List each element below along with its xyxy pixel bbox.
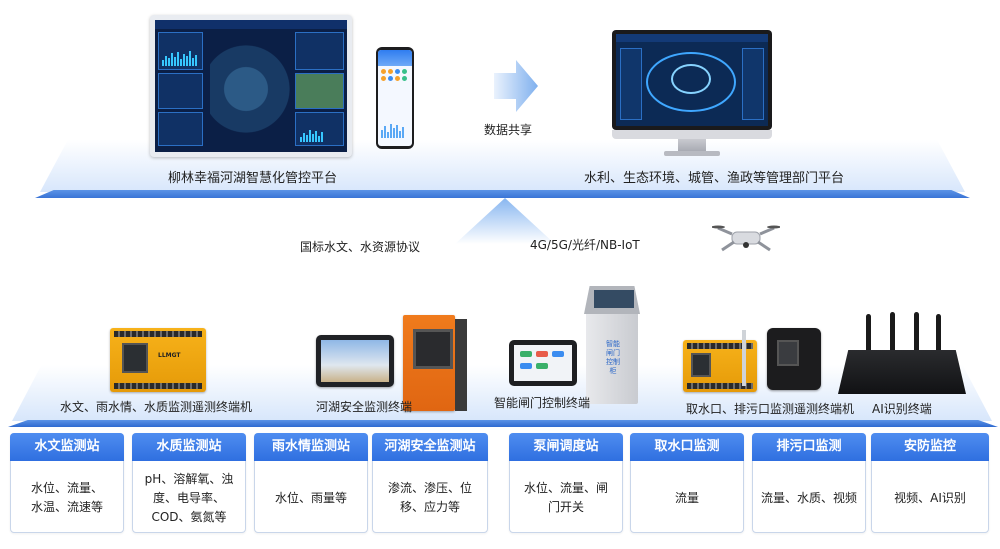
card-title: 取水口监测 [630, 433, 744, 461]
data-share-label: 数据共享 [484, 123, 533, 137]
dashboard-bar-chart [162, 50, 197, 66]
card-body: 水位、流量、 水温、流速等 [30, 481, 103, 514]
hydrology-rtu-device: LLMGT [110, 328, 206, 392]
card-title: 河湖安全监测站 [372, 433, 488, 461]
gate-terminal-label: 智能闸门控制终端 [494, 396, 591, 410]
monitor-chin [612, 130, 772, 139]
data-share-arrow-icon [494, 60, 538, 112]
card-hydrology-station: 水文监测站 水位、流量、 水温、流速等 [10, 433, 124, 533]
monitor-stand [678, 139, 706, 151]
screen-panel [742, 48, 764, 120]
cabinet-panel [413, 329, 453, 369]
mobile-app-icons [378, 66, 412, 84]
card-title: 安防监控 [871, 433, 989, 461]
sensor-probe [742, 330, 746, 386]
outlet-monitoring-terminal [767, 328, 821, 390]
cabinet-side [455, 319, 467, 411]
card-body: 流量 [674, 490, 699, 505]
control-platform-monitor [150, 15, 352, 157]
ai-recognition-terminal [838, 350, 966, 394]
river-safety-display [316, 335, 394, 387]
card-pump-gate-station: 泵闸调度站 水位、流量、闸 门开关 [509, 433, 623, 533]
river-safety-cabinet [403, 315, 467, 411]
gate-control-cabinet: 智能闸门控制柜 [584, 286, 640, 404]
screen-river-map [671, 64, 711, 94]
antenna-icon [890, 312, 895, 354]
river-safety-screen [321, 340, 389, 382]
card-security-monitoring: 安防监控 视频、AI识别 [871, 433, 989, 533]
mobile-phone [376, 47, 414, 149]
cabinet-vertical-text: 智能闸门控制柜 [606, 340, 620, 375]
protocol-label: 国标水文、水资源协议 [300, 240, 421, 254]
antenna-icon [914, 312, 919, 354]
monitor-screen [616, 34, 768, 126]
rtu-display [691, 353, 711, 377]
card-title: 水文监测站 [10, 433, 124, 461]
terminal-block [687, 383, 753, 389]
dashboard-map [210, 32, 290, 146]
gate-control-tablet [509, 340, 577, 386]
outlet-terminal-label: 取水口、排污口监测遥测终端机 [686, 402, 855, 416]
river-safety-label: 河湖安全监测终端 [316, 400, 413, 414]
drone-icon [712, 225, 780, 252]
monitor-frame [612, 30, 772, 130]
terminal-display [777, 340, 799, 366]
dashboard-photo [295, 73, 344, 109]
ai-terminal-label: AI识别终端 [872, 402, 932, 416]
mobile-app-header [378, 50, 412, 66]
card-river-safety-station: 河湖安全监测站 渗流、渗压、位 移、应力等 [372, 433, 488, 533]
card-title: 排污口监测 [752, 433, 866, 461]
card-rain-water-station: 雨水情监测站 水位、雨量等 [254, 433, 368, 533]
hydro-terminal-label: 水文、雨水情、水质监测遥测终端机 [60, 400, 253, 414]
dashboard-panel [158, 112, 203, 146]
screen-panel [620, 48, 642, 120]
dashboard-panel [295, 32, 344, 70]
terminal-block [687, 343, 753, 349]
screen-title-bar [616, 34, 768, 42]
terminal-block [114, 331, 202, 337]
card-body: 水位、流量、闸 门开关 [523, 481, 608, 514]
mobile-app-screen [378, 50, 412, 146]
right-platform-label: 水利、生态环境、城管、渔政等管理部门平台 [584, 171, 845, 186]
card-body: 水位、雨量等 [274, 490, 347, 505]
department-platform-monitor [612, 30, 772, 158]
cabinet-screen [594, 290, 634, 308]
gate-control-screen [514, 345, 572, 381]
antenna-icon [936, 314, 941, 354]
card-body: 流量、水质、视频 [760, 490, 857, 505]
top-platform-base [35, 190, 970, 198]
dashboard-panel [158, 73, 203, 109]
left-platform-label: 柳林幸福河湖智慧化管控平台 [168, 171, 338, 186]
card-title: 泵闸调度站 [509, 433, 623, 461]
dashboard-title-bar [155, 20, 347, 29]
card-water-quality-station: 水质监测站 pH、溶解氧、浊 度、电导率、 COD、氨氮等 [132, 433, 246, 533]
terminal-block [114, 383, 202, 389]
card-title: 雨水情监测站 [254, 433, 368, 461]
mobile-app-chart [381, 124, 404, 138]
screen-river-map [646, 52, 736, 112]
card-body: 视频、AI识别 [894, 490, 966, 505]
bottom-platform-base [8, 420, 998, 427]
card-body: 渗流、渗压、位 移、应力等 [387, 481, 472, 514]
monitor-foot [664, 151, 720, 156]
dashboard-screen [155, 20, 347, 152]
card-body: pH、溶解氧、浊 度、电导率、 COD、氨氮等 [144, 471, 234, 524]
card-title: 水质监测站 [132, 433, 246, 461]
rtu-display [122, 343, 148, 373]
network-label: 4G/5G/光纤/NB-IoT [530, 238, 640, 252]
card-sewage-outlet-monitoring: 排污口监测 流量、水质、视频 [752, 433, 866, 533]
card-water-intake-monitoring: 取水口监测 流量 [630, 433, 744, 533]
antenna-icon [866, 314, 871, 354]
dashboard-bar-chart [300, 128, 323, 142]
rtu-logo: LLMGT [158, 352, 181, 359]
